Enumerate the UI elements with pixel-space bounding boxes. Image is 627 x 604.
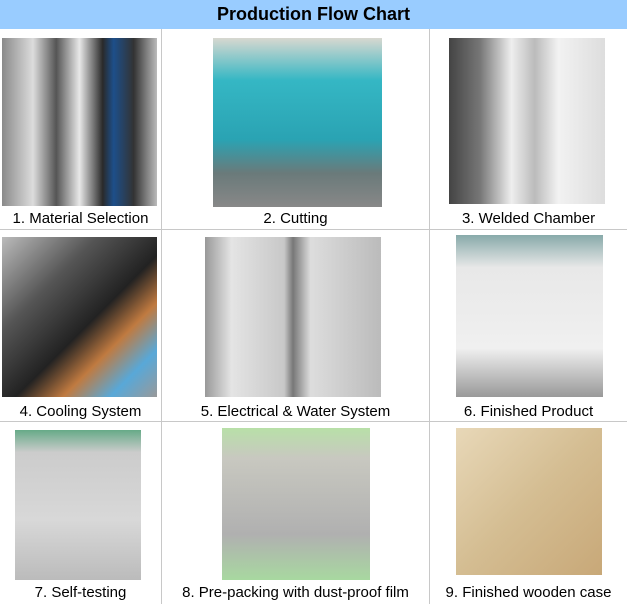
row-divider: [0, 229, 627, 230]
electrical-water-system-photo: [205, 237, 381, 397]
wooden-case-photo: [456, 428, 602, 575]
step-label: 6. Finished Product: [463, 403, 594, 420]
step-label: 7. Self-testing: [34, 584, 127, 601]
step-label: 1. Material Selection: [12, 210, 149, 227]
pre-packing-photo: [222, 428, 370, 580]
column-divider: [161, 29, 162, 604]
cooling-system-photo: [2, 237, 157, 397]
step-label: 8. Pre-packing with dust-proof film: [182, 584, 409, 601]
step-label: 3. Welded Chamber: [461, 210, 596, 227]
step-label: 4. Cooling System: [19, 403, 142, 420]
column-divider: [429, 29, 430, 604]
page-title: Production Flow Chart: [0, 0, 627, 29]
cutting-photo: [213, 38, 382, 207]
step-label: 2. Cutting: [263, 210, 328, 227]
self-testing-photo: [15, 430, 141, 580]
material-selection-photo: [2, 38, 157, 206]
finished-product-photo: [456, 235, 603, 397]
step-label: 5. Electrical & Water System: [200, 403, 391, 420]
row-divider: [0, 421, 627, 422]
welded-chamber-photo: [449, 38, 605, 204]
step-label: 9. Finished wooden case: [445, 584, 612, 601]
